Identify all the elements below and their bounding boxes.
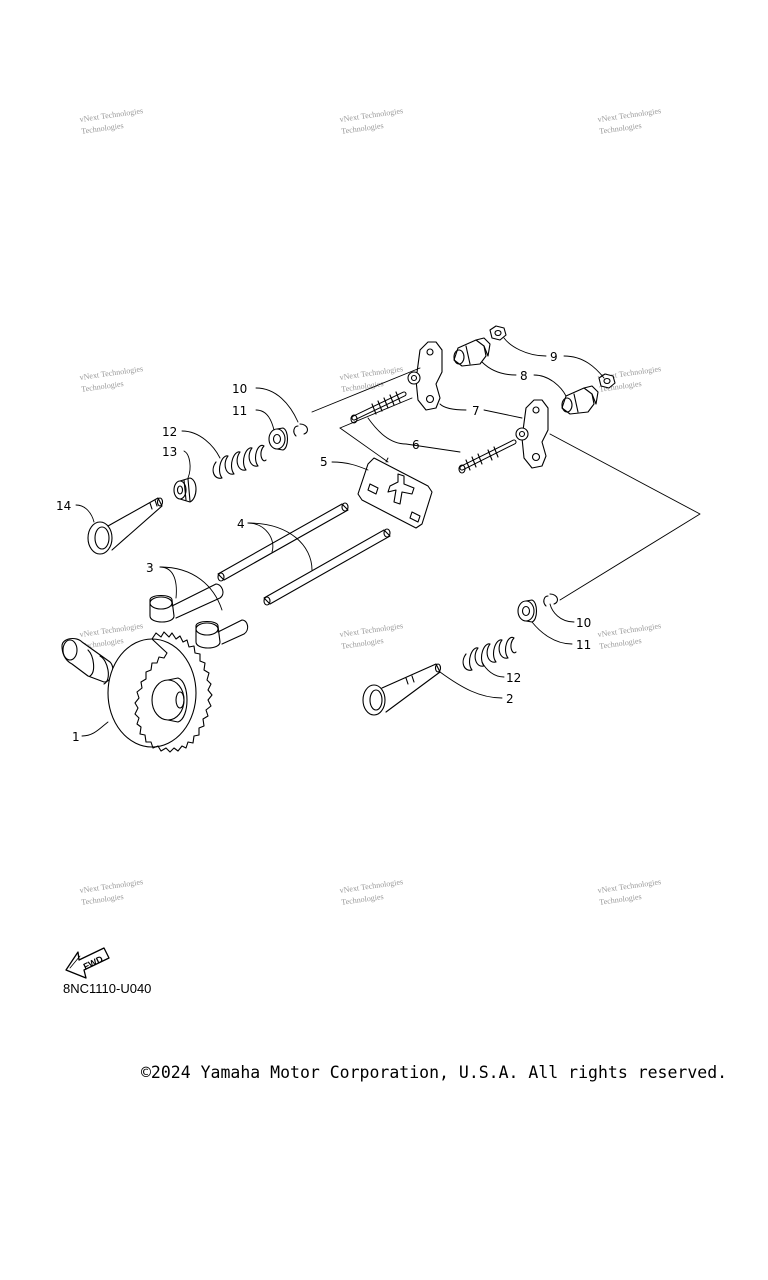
- tappet-part-3-lower: [195, 619, 249, 649]
- callout-9: 9: [550, 350, 558, 364]
- callout-4: 4: [237, 517, 245, 531]
- watermark: vNext Technologies Technologies: [597, 621, 662, 651]
- watermark: vNext Technologies Technologies: [79, 106, 144, 136]
- valve-part-2: [362, 663, 442, 716]
- callout-12-upper: 12: [162, 425, 177, 439]
- stud-bolt-part-6-left: [350, 391, 407, 424]
- watermark: vNext Technologies Technologies: [597, 106, 662, 136]
- svg-text:vNext Technologies: vNext Technologies: [597, 106, 662, 124]
- svg-text:Technologies: Technologies: [81, 379, 124, 394]
- reference-lines: [311, 367, 701, 601]
- callout-3: 3: [146, 561, 154, 575]
- guide-plate-part-5: [357, 457, 433, 529]
- watermark: vNext Technologies Technologies: [79, 364, 144, 394]
- svg-text:vNext Technologies: vNext Technologies: [339, 364, 404, 382]
- callout-7: 7: [472, 404, 480, 418]
- callout-6: 6: [412, 438, 420, 452]
- svg-text:vNext Technologies: vNext Technologies: [79, 621, 144, 639]
- watermark: vNext Technologies Technologies: [597, 877, 662, 907]
- callout-5: 5: [320, 455, 328, 469]
- stem-seal-part-13: [173, 477, 197, 503]
- callout-14: 14: [56, 499, 71, 513]
- camshaft-part-1: [61, 631, 213, 753]
- svg-text:vNext Technologies: vNext Technologies: [339, 106, 404, 124]
- diagram-code: 8NC1110-U040: [63, 981, 152, 996]
- svg-text:Technologies: Technologies: [599, 121, 642, 136]
- valve-spring-part-12-upper: [212, 444, 267, 479]
- svg-text:Technologies: Technologies: [341, 636, 384, 651]
- svg-text:Technologies: Technologies: [599, 636, 642, 651]
- watermark: vNext Technologies Technologies: [339, 364, 404, 394]
- watermark: vNext Technologies Technologies: [339, 877, 404, 907]
- valve-part-14: [87, 497, 164, 555]
- callout-12-lower: 12: [506, 671, 521, 685]
- svg-text:Technologies: Technologies: [599, 892, 642, 907]
- svg-text:vNext Technologies: vNext Technologies: [79, 877, 144, 895]
- spring-retainer-part-11-lower: [517, 599, 538, 623]
- svg-text:Technologies: Technologies: [341, 121, 384, 136]
- tappet-part-3-upper: [149, 583, 224, 623]
- leader-lines: [75, 337, 605, 737]
- adjuster-part-8-top: [453, 337, 491, 367]
- watermark: vNext Technologies Technologies: [79, 877, 144, 907]
- nut-part-9-bottom: [598, 373, 616, 389]
- callout-8: 8: [520, 369, 528, 383]
- svg-text:vNext Technologies: vNext Technologies: [597, 877, 662, 895]
- watermarks: vNext Technologies Technologies vNext Te…: [79, 106, 662, 907]
- callout-13: 13: [162, 445, 177, 459]
- callouts: 1 2 3 4 5 6 7 8 9 10 11 12 13 14 10 11 1…: [56, 350, 591, 744]
- callout-2: 2: [506, 692, 514, 706]
- callout-10-upper: 10: [232, 382, 247, 396]
- svg-text:vNext Technologies: vNext Technologies: [339, 877, 404, 895]
- watermark: vNext Technologies Technologies: [339, 106, 404, 136]
- nut-part-9-top: [489, 325, 507, 341]
- spring-retainer-part-11-upper: [268, 427, 289, 451]
- rocker-arm-part-7-left: [407, 341, 443, 411]
- svg-text:vNext Technologies: vNext Technologies: [339, 621, 404, 639]
- svg-text:vNext Technologies: vNext Technologies: [597, 621, 662, 639]
- collet-part-10-upper: [293, 423, 309, 437]
- valve-spring-part-12-lower: [462, 636, 517, 671]
- stud-bolt-part-6-right: [458, 439, 517, 474]
- callout-1: 1: [72, 730, 80, 744]
- svg-text:vNext Technologies: vNext Technologies: [79, 106, 144, 124]
- adjuster-part-8-bottom: [561, 385, 599, 415]
- callout-11-lower: 11: [576, 638, 591, 652]
- fwd-arrow-icon: [65, 947, 110, 979]
- watermark: vNext Technologies Technologies: [339, 621, 404, 651]
- svg-text:Technologies: Technologies: [81, 121, 124, 136]
- svg-text:Technologies: Technologies: [81, 892, 124, 907]
- push-rod-part-4-upper: [217, 502, 349, 582]
- callout-11-upper: 11: [232, 404, 247, 418]
- callout-10-lower: 10: [576, 616, 591, 630]
- copyright-notice: ©2024 Yamaha Motor Corporation, U.S.A. A…: [141, 1063, 728, 1082]
- collet-part-10-lower: [543, 593, 559, 607]
- svg-text:vNext Technologies: vNext Technologies: [79, 364, 144, 382]
- rocker-arm-part-7-right: [515, 399, 549, 469]
- push-rod-part-4-lower: [263, 528, 391, 606]
- svg-text:Technologies: Technologies: [341, 892, 384, 907]
